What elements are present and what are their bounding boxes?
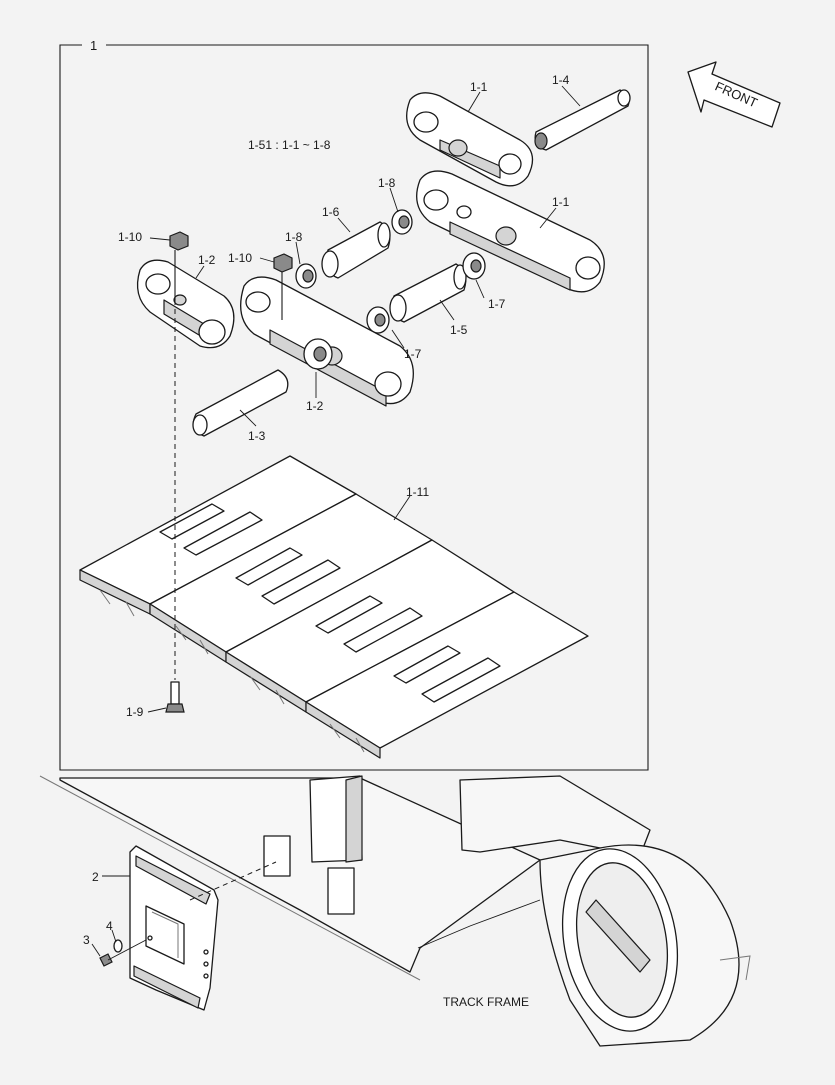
bolt-1-9 [165,681,185,713]
pin-1-4 [534,89,631,151]
bushing-1-5 [389,263,467,323]
front-arrow: FRONT [687,61,781,128]
bushing-1-6 [321,221,391,279]
link-mid-right [416,170,605,293]
callout-3: 3 [83,933,90,947]
assembly-number-label: 1 [90,38,97,53]
link-top-right [406,92,534,187]
callout-1-9: 1-9 [126,705,144,719]
bolt-1-10-left [169,231,189,300]
callout-1-6: 1-6 [322,205,340,219]
callout-1-8-upper: 1-8 [378,176,396,190]
seal-1-7-right [462,252,486,280]
link-center-double [240,276,414,407]
link-left-single [136,259,235,349]
track-frame-label: TRACK FRAME [443,995,529,1009]
callout-1-5: 1-5 [450,323,468,337]
callout-1-10-mid: 1-10 [228,251,252,265]
track-frame: TRACK FRAME [39,775,751,1047]
washer-4 [113,939,123,953]
assembly-box: 1 [59,38,649,771]
callout-1-7-right: 1-7 [488,297,506,311]
seal-1-8-upper [391,209,413,235]
callout-1-2-center: 1-2 [306,399,324,413]
leader-lines [147,85,581,713]
callout-1-3: 1-3 [248,429,266,443]
callout-1-1-lower: 1-1 [552,195,570,209]
track-shoe-group [79,455,589,759]
callout-1-2-left: 1-2 [198,253,216,267]
assembly-note: 1-51 : 1-1 ~ 1-8 [248,138,331,152]
callout-2: 2 [92,870,99,884]
bolt-3 [99,939,147,967]
callout-1-10-left: 1-10 [118,230,142,244]
guard-callouts: 2 4 3 [83,870,130,957]
callout-labels: 1-1 1-4 1-1 1-8 1-6 1-10 1-2 1-10 1-8 1-… [118,73,570,719]
callout-1-1-top: 1-1 [470,80,488,94]
callout-1-4: 1-4 [552,73,570,87]
bolt-1-10-mid [273,253,293,320]
callout-4: 4 [106,919,113,933]
track-guard [129,845,277,1011]
callout-1-7-left: 1-7 [404,347,422,361]
seal-1-8-lower [295,263,317,289]
callout-1-11: 1-11 [406,485,429,499]
pin-1-3 [192,369,289,437]
seal-1-7-left [366,306,390,334]
callout-1-8-lower: 1-8 [285,230,303,244]
